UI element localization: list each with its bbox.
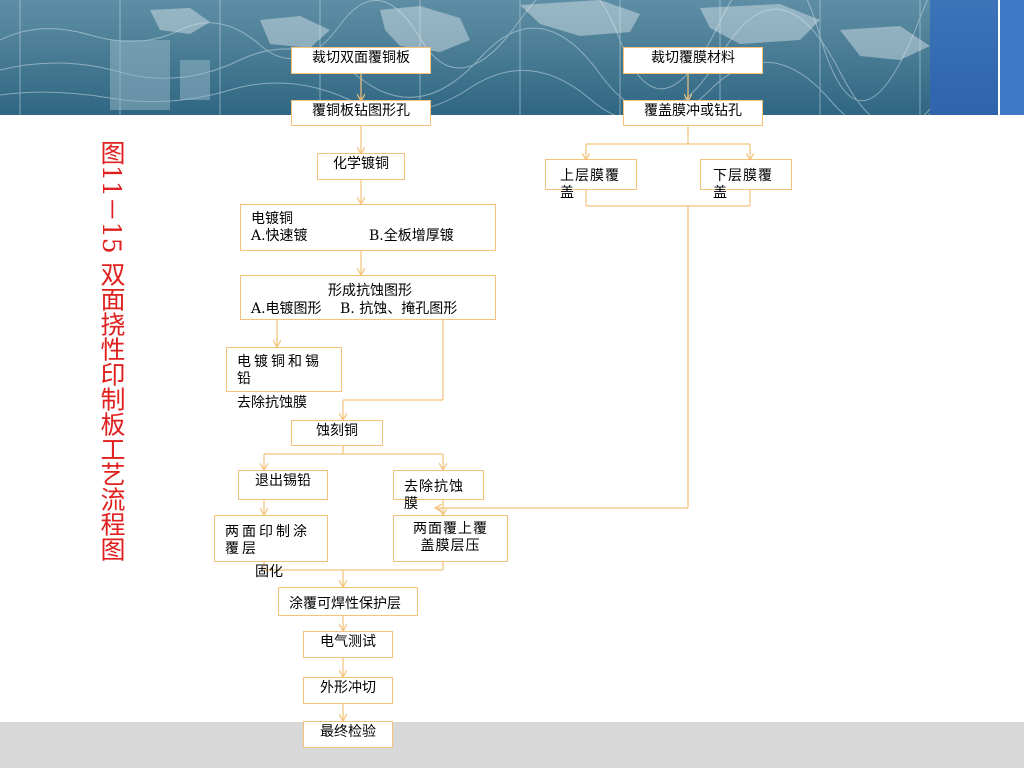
figure-title: 图11－15 双面挠性印制板工艺流程图 — [97, 140, 126, 562]
step-lower-film: 下层膜覆盖 — [700, 159, 792, 201]
option-a: A.快速镀 — [251, 228, 308, 244]
step-label: 裁切覆膜材料 — [651, 50, 735, 66]
step-label: 覆盖膜冲或钻孔 — [644, 103, 742, 119]
step-label: 两面印制涂覆层 — [225, 524, 310, 557]
step-upper-film: 上层膜覆盖 — [545, 159, 637, 201]
footer-bar — [0, 722, 1024, 768]
step-remove-resist: 去除抗蚀膜 — [237, 395, 307, 411]
step-label: 蚀刻铜 — [316, 423, 358, 439]
step-label: 裁切双面覆铜板 — [312, 50, 410, 66]
step-label: 电气测试 — [320, 634, 376, 650]
step-resist-pattern: 形成抗蚀图形 A.电镀图形 B. 抗蚀、掩孔图形 — [240, 275, 496, 320]
world-map-decoration — [0, 0, 1000, 115]
step-title: 形成抗蚀图形 — [328, 283, 412, 299]
step-label: 覆铜板钻图形孔 — [312, 103, 410, 119]
step-final-inspection: 最终检验 — [303, 721, 393, 748]
option-b: B.全板增厚镀 — [369, 228, 454, 244]
step-label: 化学镀铜 — [333, 156, 389, 172]
step-label: 上层膜覆盖 — [560, 168, 620, 201]
banner-edge — [1000, 0, 1024, 115]
step-cure: 固化 — [255, 564, 283, 580]
step-electroplating: 电镀铜 A.快速镀 B.全板增厚镀 — [240, 204, 496, 251]
step-title: 电镀铜 — [251, 211, 293, 227]
step-label: 去除抗蚀膜 — [404, 479, 464, 512]
step-cut-board: 裁切双面覆铜板 — [291, 47, 431, 74]
step-label: 外形冲切 — [320, 680, 376, 696]
step-drill-board: 覆铜板钻图形孔 — [291, 100, 431, 126]
step-options: A.快速镀 B.全板增厚镀 — [251, 228, 489, 245]
step-label: 两面覆上覆盖膜层压 — [413, 521, 488, 554]
step-profile-punch: 外形冲切 — [303, 677, 393, 704]
step-laminate-coverlay: 两面覆上覆盖膜层压 — [393, 515, 508, 562]
step-options: A.电镀图形 B. 抗蚀、掩孔图形 — [251, 301, 458, 317]
header-banner — [0, 0, 1024, 115]
step-label: 下层膜覆盖 — [713, 168, 773, 201]
step-strip-tin-lead: 退出锡铅 — [238, 470, 328, 500]
step-etch-copper: 蚀刻铜 — [291, 420, 383, 446]
step-punch-film: 覆盖膜冲或钻孔 — [623, 100, 763, 126]
step-print-coating: 两面印制涂覆层 — [214, 515, 328, 562]
step-solder-protection: 涂覆可焊性保护层 — [278, 587, 418, 616]
step-label: 电镀铜和锡铅 — [237, 354, 322, 387]
step-remove-resist-2: 去除抗蚀膜 — [393, 470, 484, 512]
step-label: 涂覆可焊性保护层 — [289, 596, 401, 612]
step-label: 退出锡铅 — [255, 473, 311, 489]
step-label: 最终检验 — [320, 724, 376, 740]
step-electrical-test: 电气测试 — [303, 631, 393, 658]
step-plate-tin-lead: 电镀铜和锡铅 — [226, 347, 342, 392]
step-cut-film: 裁切覆膜材料 — [623, 47, 763, 74]
step-chemical-plating: 化学镀铜 — [317, 153, 405, 180]
